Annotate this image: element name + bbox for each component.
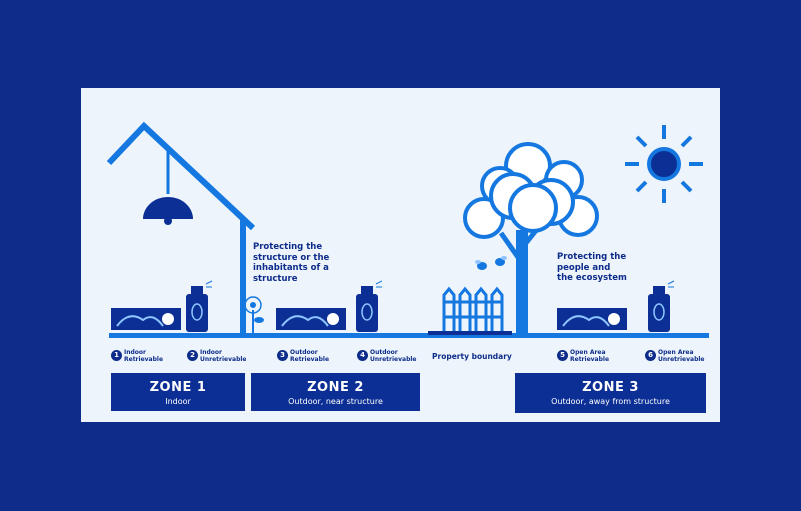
marker-label: Indoor Unretrievable: [200, 349, 247, 363]
marker-label: Outdoor Unretrievable: [370, 349, 417, 363]
sun-icon: [625, 125, 703, 203]
house-roof-icon: [106, 121, 256, 333]
marker-number: 4: [357, 350, 368, 361]
caption-ecosystem: Protecting the people and the ecosystem: [557, 252, 627, 283]
zone-title: ZONE 3: [582, 380, 639, 395]
zone-1-box: ZONE 1 Indoor: [111, 373, 245, 411]
trap-box-icon: [111, 308, 181, 330]
marker-label: Outdoor Retrievable: [290, 349, 330, 363]
tree-icon: [463, 142, 599, 334]
zone-title: ZONE 1: [149, 380, 207, 395]
marker-number: 2: [187, 350, 198, 361]
ground-line: [109, 333, 709, 338]
zone-title: ZONE 2: [307, 380, 364, 395]
zone-subtitle: Outdoor, away from structure: [551, 397, 670, 406]
marker-number: 5: [557, 350, 568, 361]
marker-number: 3: [277, 350, 288, 361]
fence-icon: [428, 286, 512, 335]
spray-can-icon: [648, 280, 675, 332]
trap-box-icon: [276, 308, 346, 330]
lamp-icon: [143, 150, 193, 225]
zone-subtitle: Indoor: [165, 397, 191, 406]
flower-icon: [244, 296, 264, 333]
marker-label: Indoor Retrievable: [124, 349, 164, 363]
zone-subtitle: Outdoor, near structure: [288, 397, 383, 406]
marker-number: 1: [111, 350, 122, 361]
zone-2-box: ZONE 2 Outdoor, near structure: [251, 373, 420, 411]
zone-3-box: ZONE 3 Outdoor, away from structure: [515, 373, 706, 413]
mosquito-icon: [475, 256, 507, 270]
zone-diagram-panel: Protecting the structure or the inhabita…: [81, 88, 720, 422]
spray-can-icon: [356, 280, 383, 332]
marker-label: Open Area Retrievable: [570, 349, 610, 363]
trap-box-icon: [557, 308, 627, 330]
marker-number: 6: [645, 350, 656, 361]
caption-structure: Protecting the structure or the inhabita…: [253, 242, 330, 284]
diagram-illustration: [106, 121, 709, 338]
property-boundary-label: Property boundary: [432, 352, 512, 361]
spray-can-icon: [186, 280, 213, 332]
marker-label: Open Area Unretrievable: [658, 349, 705, 363]
